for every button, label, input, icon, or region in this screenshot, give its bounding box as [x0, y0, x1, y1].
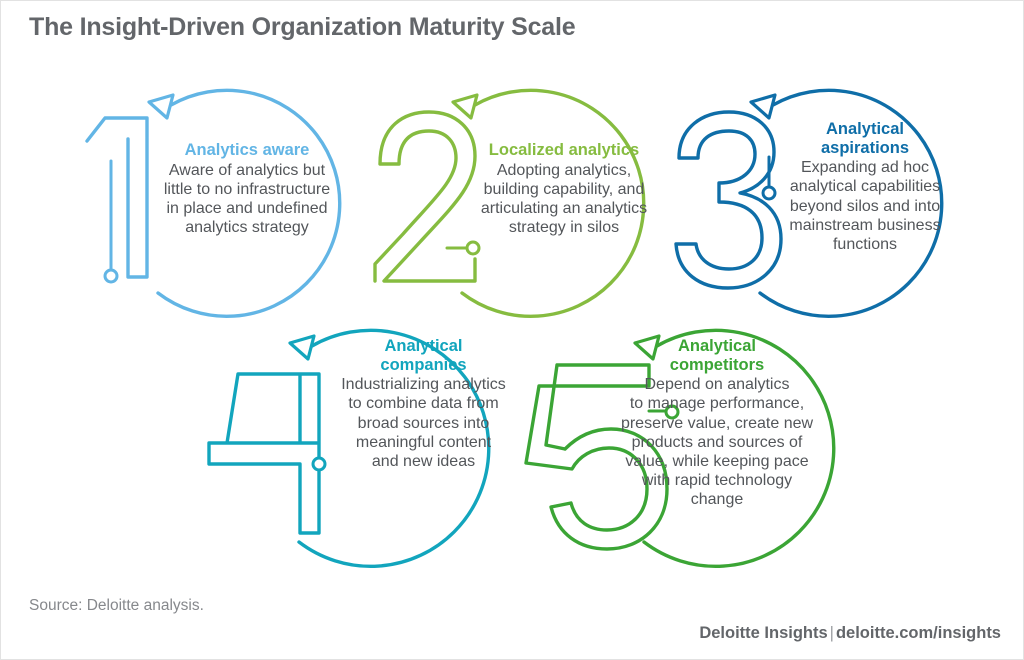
stage-3-body-line: analytical capabilities: [789, 178, 941, 196]
page-title: The Insight-Driven Organization Maturity…: [29, 13, 576, 41]
stage-1-heading: Analytics aware: [184, 141, 310, 159]
stage-5-body-line: preserve value, create new: [620, 414, 814, 432]
stage-3-arc: [758, 88, 944, 318]
stage-5-body-line: Depend on analytics: [644, 376, 790, 394]
stage-3-body-line: Expanding ad hoc: [800, 159, 930, 177]
stage-5-heading-line: competitors: [669, 355, 765, 374]
stage-5-numeral: [524, 363, 669, 551]
stage-5-arc: [642, 328, 836, 568]
stage-3-numeral: [674, 110, 783, 290]
stage-5-body-line: to manage performance,: [629, 395, 805, 413]
stage-4-text: Analytical companies Industrializing ana…: [331, 337, 516, 471]
stage-3-body-line: functions: [832, 236, 898, 254]
stage-3-heading: Analytical aspirations: [781, 120, 949, 157]
stage-3-heading-line: aspirations: [820, 138, 910, 157]
footer-separator: |: [829, 624, 834, 642]
stage-3-heading-line: Analytical: [826, 120, 904, 138]
stage-1-body-line: Aware of analytics but: [168, 161, 326, 179]
stage-3-graphic: [674, 88, 944, 318]
stage-1-arc: [156, 88, 342, 318]
stage-3-body-line: mainstream business: [789, 216, 941, 234]
stage-4-body-line: to combine data from: [348, 395, 499, 413]
stage-1-terminal-dot: [103, 268, 119, 284]
stage-3-text: Analytical aspirations Expanding ad hoc …: [781, 120, 949, 254]
footer-brand: Deloitte Insights|deloitte.com/insights: [699, 624, 1001, 643]
stage-5-terminal-dot: [664, 404, 680, 420]
stage-4-arc: [297, 328, 491, 568]
stage-2-body-line: Adopting analytics,: [496, 161, 632, 179]
stage-1-body-line: analytics strategy: [185, 219, 309, 237]
stage-4-arrow-icon: [288, 334, 316, 361]
stage-2-body-line: building capability, and: [483, 180, 645, 198]
stage-2-graphic: [373, 88, 646, 318]
stage-5-heading-line: Analytical: [678, 337, 756, 355]
stage-5-body-line: change: [690, 491, 744, 509]
footer-brand-name: Deloitte Insights: [699, 624, 828, 642]
stage-5-graphic: [524, 328, 836, 568]
stage-2-body-line: strategy in silos: [508, 219, 620, 237]
stage-1-arrow-icon: [147, 93, 175, 120]
source-note: Source: Deloitte analysis.: [29, 597, 204, 614]
stage-4-heading-line: companies: [380, 355, 467, 374]
stage-2-body: Adopting analytics, building capability,…: [474, 161, 654, 238]
stage-2-arc: [460, 88, 646, 318]
stage-4-heading: Analytical companies: [331, 337, 516, 374]
stage-4-body-line: meaningful content: [355, 433, 492, 451]
stage-4-body-line: Industrializing analytics: [341, 376, 506, 394]
footer-url[interactable]: deloitte.com/insights: [835, 624, 1001, 642]
stage-2-terminal-dot: [465, 240, 481, 256]
stage-5-arrow-icon: [633, 334, 661, 361]
stage-5-body: Depend on analytics to manage performanc…: [618, 375, 816, 509]
stage-2-numeral: [373, 110, 477, 283]
stage-5-body-line: with rapid technology: [641, 472, 793, 490]
stage-5-body-line: products and sources of: [631, 433, 803, 451]
stage-4-numeral: [207, 372, 321, 535]
stage-4-body-line: broad sources into: [357, 414, 490, 432]
stage-1-body: Aware of analytics but little to no infr…: [157, 161, 337, 238]
stage-3-terminal-dot: [761, 185, 777, 201]
stage-4-body-line: and new ideas: [371, 453, 476, 471]
stage-1-graphic: [85, 88, 342, 318]
stage-2-arrow-icon: [451, 93, 479, 120]
stage-4-body: Industrializing analytics to combine dat…: [331, 375, 516, 471]
stage-2-heading: Localized analytics: [488, 141, 640, 159]
stage-4-terminal-dot: [311, 456, 327, 472]
stage-1-numeral: [85, 116, 149, 279]
stage-5-text: Analytical competitors Depend on analyti…: [618, 337, 816, 510]
stage-4-graphic: [207, 328, 491, 568]
stage-5-body-line: value, while keeping pace: [625, 453, 809, 471]
stage-1-body-line: little to no infrastructure: [163, 180, 331, 198]
stage-2-body-line: articulating an analytics: [480, 200, 648, 218]
stage-1-body-line: in place and undefined: [166, 200, 328, 218]
stage-3-arrow-icon: [749, 93, 777, 120]
stage-5-heading: Analytical competitors: [618, 337, 816, 374]
stage-1-text: Analytics aware Aware of analytics but l…: [157, 141, 337, 237]
stage-3-body: Expanding ad hoc analytical capabilities…: [781, 158, 949, 254]
stage-4-heading-line: Analytical: [384, 337, 463, 355]
stage-2-text: Localized analytics Adopting analytics, …: [474, 141, 654, 237]
stage-3-body-line: beyond silos and into: [789, 197, 941, 215]
